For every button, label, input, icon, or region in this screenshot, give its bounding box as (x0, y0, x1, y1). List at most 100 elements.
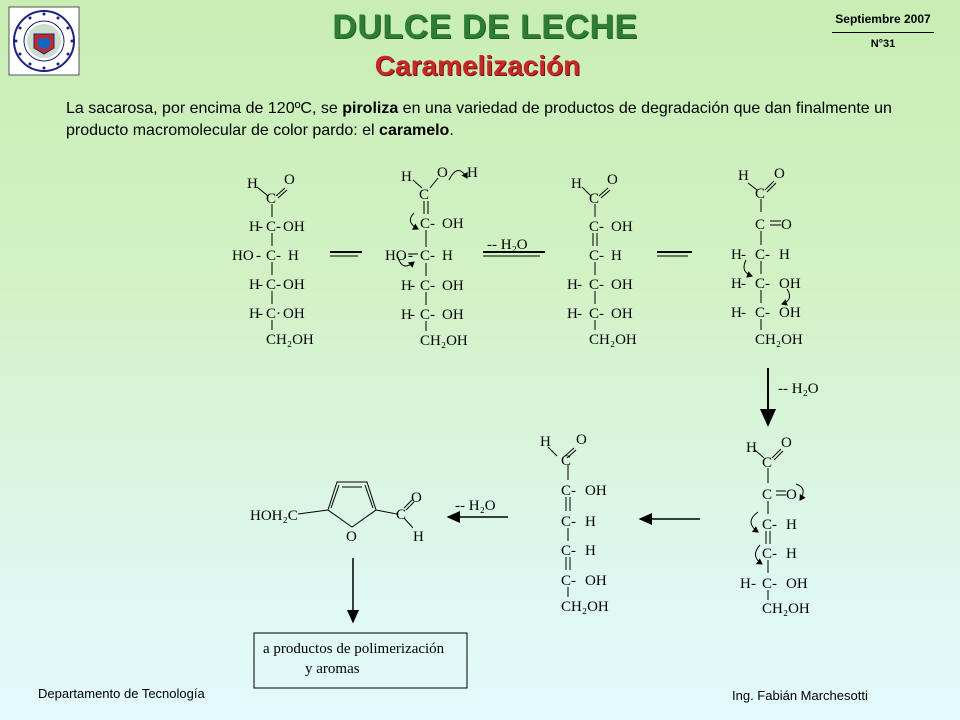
svg-text:H: H (442, 248, 453, 264)
intro-keyword-piroliza: piroliza (342, 100, 399, 117)
svg-text:H: H (401, 278, 412, 294)
intro-text-2: en una variedad de productos de degradac… (66, 100, 892, 139)
svg-text:-: - (741, 247, 746, 263)
svg-text:H: H (786, 517, 797, 533)
svg-text:C: C (755, 247, 765, 263)
svg-text:-: - (258, 219, 263, 235)
water-loss-label-2: -- H₂O (778, 381, 819, 397)
svg-text:O: O (774, 166, 785, 182)
issue-number: N°31 (870, 38, 896, 50)
svg-text:-: - (765, 276, 770, 292)
svg-text:C: C (420, 248, 430, 264)
hydroxymethyl-label-6: CH₂OH (561, 599, 609, 615)
svg-text:C: C (762, 546, 772, 562)
svg-text:O: O (607, 172, 618, 188)
svg-text:O: O (781, 217, 792, 233)
svg-text:H: H (786, 546, 797, 562)
svg-text:C: C (755, 217, 765, 233)
svg-text:H: H (567, 277, 578, 293)
svg-text:C: C (266, 219, 276, 235)
svg-text:H: H (571, 176, 582, 192)
svg-text:OH: OH (611, 306, 633, 322)
svg-text:-: - (571, 514, 576, 530)
svg-text:C: C (266, 277, 276, 293)
svg-text:-: - (751, 576, 756, 592)
svg-text:OH: OH (779, 305, 801, 321)
svg-text:H: H (567, 306, 578, 322)
svg-text:-: - (599, 248, 604, 264)
svg-text:-: - (772, 576, 777, 592)
svg-text:HO: HO (232, 248, 254, 264)
water-loss-label-3: -- H₂O (455, 498, 496, 514)
svg-text:C: C (762, 517, 772, 533)
svg-text:C: C (561, 483, 571, 499)
hydroxymethyl-label-2: CH₂OH (420, 333, 468, 349)
svg-text:H: H (249, 306, 260, 322)
svg-text:OH: OH (283, 219, 305, 235)
svg-text:-: - (256, 248, 261, 264)
svg-text:-: - (599, 219, 604, 235)
svg-text:OH: OH (283, 277, 305, 293)
svg-text:-: - (571, 483, 576, 499)
svg-text:·: · (276, 306, 281, 322)
svg-text:C: C (396, 507, 406, 523)
svg-text:H: H (731, 305, 742, 321)
svg-text:OH: OH (585, 483, 607, 499)
molecule-glucose (256, 186, 288, 330)
svg-text:OH: OH (611, 219, 633, 235)
water-loss-label-1: -- H₂O (487, 237, 528, 253)
svg-text:C: C (420, 278, 430, 294)
svg-text:C: C (755, 305, 765, 321)
svg-text:OH: OH (779, 276, 801, 292)
svg-text:C: C (266, 191, 276, 207)
svg-text:C: C (762, 576, 772, 592)
svg-text:-: - (599, 277, 604, 293)
furan-substituent-label: HOH₂C (250, 508, 298, 524)
molecule-diketone (743, 180, 791, 330)
svg-text:C: C (589, 277, 599, 293)
svg-text:-: - (430, 307, 435, 323)
svg-text:H: H (738, 168, 749, 184)
svg-text:O: O (284, 172, 295, 188)
svg-text:H: H (249, 219, 260, 235)
page-title: DULCE DE LECHE (332, 8, 638, 46)
svg-text:C: C (420, 216, 430, 232)
svg-text:-: - (430, 216, 435, 232)
svg-text:C: C (561, 514, 571, 530)
final-product-line2: y aromas (305, 661, 360, 677)
svg-text:C: C (762, 487, 772, 503)
molecule-trienal (547, 446, 577, 597)
svg-text:O: O (576, 432, 587, 448)
hydroxymethyl-label-5: CH₂OH (762, 601, 810, 617)
svg-text:C: C (266, 306, 276, 322)
svg-text:C: C (589, 306, 599, 322)
final-product-line1: a productos de polimerización (263, 641, 445, 657)
intro-paragraph: La sacarosa, por encima de 120ºC, se pir… (66, 98, 896, 142)
final-product-box (253, 632, 468, 689)
intro-text-3: . (449, 122, 454, 139)
svg-text:-: - (599, 306, 604, 322)
molecule-enediol (581, 186, 611, 330)
svg-text:H: H (746, 440, 757, 456)
svg-text:-: - (772, 517, 777, 533)
svg-text:OH: OH (611, 277, 633, 293)
svg-text:OH: OH (442, 278, 464, 294)
svg-text:H: H (401, 169, 412, 185)
svg-text:OH: OH (442, 216, 464, 232)
svg-text:C: C (589, 219, 599, 235)
intro-text-1: La sacarosa, por encima de 120ºC, se (66, 100, 343, 117)
university-seal-logo (8, 6, 80, 76)
svg-text:OH: OH (585, 573, 607, 589)
svg-text:-: - (276, 219, 281, 235)
issue-date: Septiembre 2007 (835, 12, 931, 26)
svg-text:-: - (772, 546, 777, 562)
svg-text:C: C (419, 187, 429, 203)
hydroxymethyl-label-3: CH₂OH (589, 332, 637, 348)
intro-keyword-caramelo: caramelo (379, 122, 450, 139)
svg-text:O: O (786, 487, 797, 503)
svg-text:C: C (589, 248, 599, 264)
svg-text:H: H (467, 165, 478, 181)
svg-text:-: - (571, 573, 576, 589)
footer-department: Departamento de Tecnología (38, 686, 205, 701)
svg-text:-: - (577, 306, 582, 322)
